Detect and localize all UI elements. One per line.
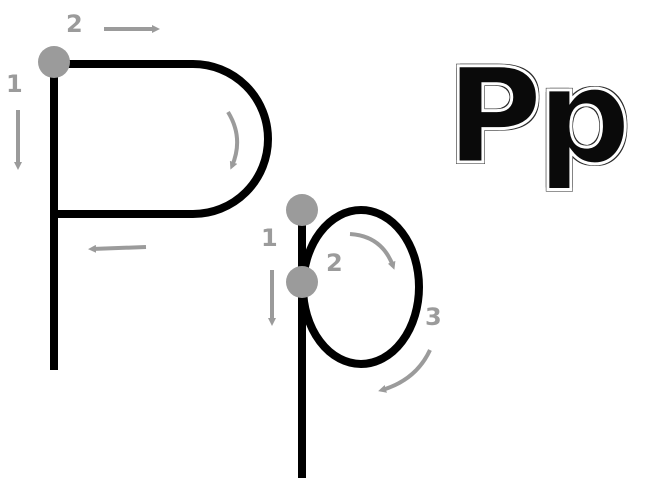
uppercase-p-step-1-label: 1 bbox=[6, 70, 23, 98]
uppercase-p-letter bbox=[50, 60, 272, 370]
lowercase-p-bowl bbox=[299, 206, 423, 368]
lowercase-p-arrow-3 bbox=[378, 349, 432, 393]
uppercase-p-arrow-curve bbox=[226, 110, 240, 170]
uppercase-p-bowl bbox=[54, 60, 272, 218]
lowercase-p-step-1-label: 1 bbox=[261, 224, 278, 252]
lowercase-p-arrow-2 bbox=[349, 232, 396, 270]
lowercase-p-bowl-start-dot bbox=[286, 266, 318, 298]
lowercase-p-guides bbox=[268, 194, 432, 393]
lowercase-p-step-2-label: 2 bbox=[326, 249, 343, 277]
uppercase-p-arrow-return bbox=[88, 244, 147, 253]
lowercase-p-start-dot bbox=[286, 194, 318, 226]
uppercase-p-guides bbox=[14, 25, 240, 253]
uppercase-p-start-dot bbox=[38, 46, 70, 78]
lowercase-p-step-3-label: 3 bbox=[425, 303, 442, 331]
lowercase-p-letter bbox=[298, 206, 423, 478]
uppercase-p-step-2-label: 2 bbox=[66, 10, 83, 38]
glossy-letters-text: Pp bbox=[444, 39, 632, 196]
